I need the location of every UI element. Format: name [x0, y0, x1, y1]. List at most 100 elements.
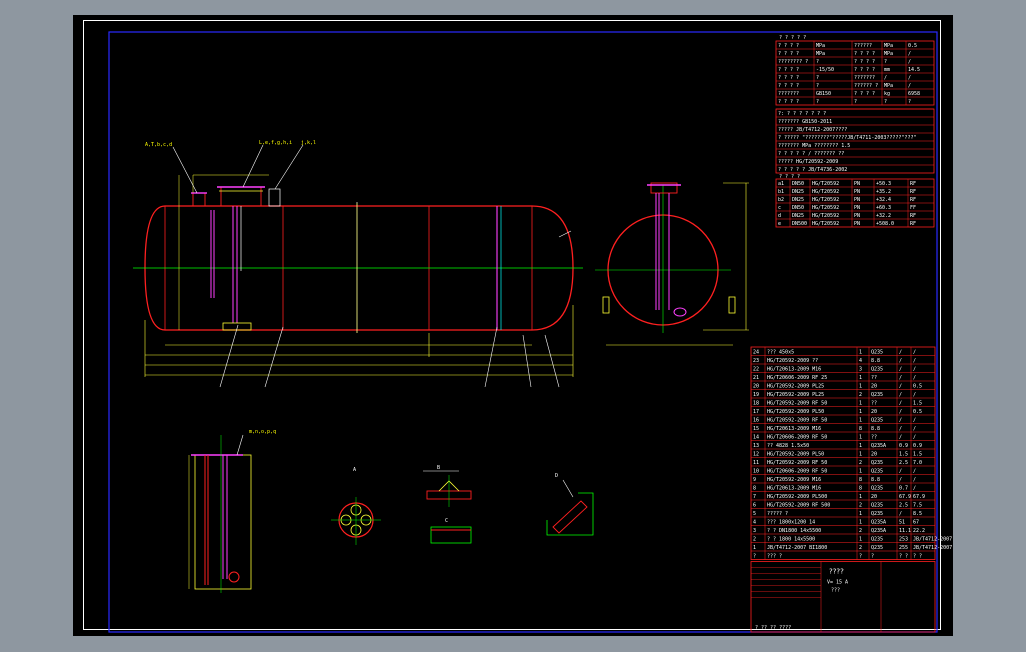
spec-table-cell: ???????? ?: [778, 59, 808, 65]
nozzle-table-cell: FF: [910, 205, 916, 211]
parts-list-cell: 20: [871, 452, 877, 458]
parts-list-cell: /: [899, 426, 902, 432]
parts-list-cell: 2: [859, 460, 862, 466]
parts-list-cell: 51: [899, 520, 905, 526]
title-name: ????: [829, 568, 844, 576]
parts-list-cell: 20: [871, 409, 877, 415]
spec-table-cell: ? ? ? ?: [778, 99, 799, 105]
parts-list-cell: 16: [753, 418, 759, 424]
parts-list-cell: HG/T20592-2009 PL50: [767, 409, 824, 415]
parts-list-cell: 0.5: [913, 384, 922, 390]
parts-list-cell: 13: [753, 443, 759, 449]
parts-list: [750, 346, 936, 560]
parts-list-cell: HG/T20613-2009 M16: [767, 486, 821, 492]
nozzle-table-cell: +508.0: [876, 221, 894, 227]
parts-list-cell: Q235: [871, 469, 883, 475]
parts-list-cell: 3: [859, 367, 862, 373]
parts-list-cell: 8.5: [913, 511, 922, 517]
parts-list-cell: /: [899, 384, 902, 390]
parts-list-cell: 8.8: [871, 477, 880, 483]
standard-line: ??????? MPa ???????? 1.5: [778, 143, 850, 149]
spec-table-cell: ???????: [778, 91, 799, 97]
parts-list-cell: ? ? DN1800 14x5500: [767, 528, 821, 534]
parts-list-cell: 3: [753, 528, 756, 534]
spec-table-cell: 14.5: [908, 67, 920, 73]
parts-list-cell: 15: [753, 426, 759, 432]
parts-list-cell: ?: [753, 554, 756, 560]
nozzle-table-cell: DN25: [792, 189, 804, 195]
parts-list-cell: 2: [859, 503, 862, 509]
parts-list-cell: ??: [871, 435, 877, 441]
nozzle-table-cell: HG/T20592: [812, 221, 839, 227]
parts-list-cell: /: [913, 418, 916, 424]
parts-list-cell: 21: [753, 375, 759, 381]
parts-list-cell: Q235: [871, 392, 883, 398]
section-label-d: D: [555, 473, 558, 479]
parts-list-cell: 7: [753, 494, 756, 500]
spec-table-cell: ?: [884, 99, 887, 105]
spec-table-cell: ?: [816, 83, 819, 89]
callout-manway: L,e,f,g,h,i: [259, 140, 292, 146]
parts-list-cell: HG/T20606-2009 RF 25: [767, 375, 827, 381]
parts-list-cell: ??: [871, 401, 877, 407]
callout-right-nozzle: j,k,l: [301, 140, 316, 146]
parts-list-cell: 11: [753, 460, 759, 466]
parts-list-cell: Q235A: [871, 520, 886, 526]
parts-list-cell: HG/T20592-2009 PL25: [767, 392, 824, 398]
parts-list-cell: /: [899, 401, 902, 407]
parts-list-cell: /: [913, 375, 916, 381]
title-sub: ???: [831, 588, 840, 594]
parts-list-cell: ?: [871, 554, 874, 560]
nozzle-table-cell: RF: [910, 189, 916, 195]
spec-table-cell: ?????? ?: [854, 83, 878, 89]
spec-table-cell: GB150: [816, 91, 831, 97]
nozzle-table-cell: +32.4: [876, 197, 891, 203]
nozzle-table-cell: c: [778, 205, 781, 211]
spec-table-cell: MPa: [884, 83, 893, 89]
parts-list-cell: Q235: [871, 418, 883, 424]
parts-list-cell: 8: [859, 426, 862, 432]
parts-list-cell: Q235: [871, 503, 883, 509]
parts-list-cell: 67: [913, 520, 919, 526]
parts-list-cell: 1: [859, 418, 862, 424]
parts-list-cell: 2: [859, 392, 862, 398]
parts-list-cell: HG/T20592-2009 RF 50: [767, 418, 827, 424]
parts-list-cell: /: [899, 367, 902, 373]
spec-table-cell: ?: [854, 99, 857, 105]
spec-table-cell: /: [884, 75, 887, 81]
spec-table-cell: ?: [816, 59, 819, 65]
parts-list-cell: 255: [899, 545, 908, 551]
nozzle-table-cell: +50.3: [876, 181, 891, 187]
spec-table-cell: MPa: [884, 51, 893, 57]
parts-list-cell: 9: [753, 477, 756, 483]
parts-list-cell: 22: [753, 367, 759, 373]
nozzle-table-cell: d: [778, 213, 781, 219]
parts-list-cell: /: [913, 367, 916, 373]
spec-table-cell: ? ? ? ?: [778, 43, 799, 49]
parts-list-cell: Q235A: [871, 443, 886, 449]
parts-list-cell: /: [899, 418, 902, 424]
parts-list-cell: /: [913, 469, 916, 475]
nozzle-header: ? ? ? ?: [779, 174, 800, 180]
vessel-elevation: A,T,b,c,d L,e,f,g,h,i j,k,l: [133, 140, 583, 388]
parts-list-cell: HG/T20613-2009 M16: [767, 426, 821, 432]
parts-list-cell: 1: [859, 401, 862, 407]
parts-list-cell: 24: [753, 350, 759, 356]
parts-list-cell: 23: [753, 358, 759, 364]
nozzle-table-cell: HG/T20592: [812, 205, 839, 211]
parts-list-cell: 5: [753, 511, 756, 517]
spec-table-cell: /: [908, 83, 911, 89]
spec-table-cell: ??????: [854, 43, 872, 49]
parts-list-cell: 1: [859, 384, 862, 390]
spec-table-cell: ? ? ? ?: [778, 83, 799, 89]
parts-list-cell: 0.9: [899, 443, 908, 449]
nozzle-table-cell: PN: [854, 197, 860, 203]
parts-list-cell: 67.9: [913, 494, 925, 500]
spec-table-cell: ?: [884, 59, 887, 65]
standard-line: ??????? GB150-2011: [778, 119, 832, 125]
spec-table-cell: ? ? ? ?: [778, 67, 799, 73]
parts-list-cell: 1: [859, 511, 862, 517]
detail-flange-plan: A: [331, 467, 381, 545]
section-label-c: C: [445, 518, 448, 524]
